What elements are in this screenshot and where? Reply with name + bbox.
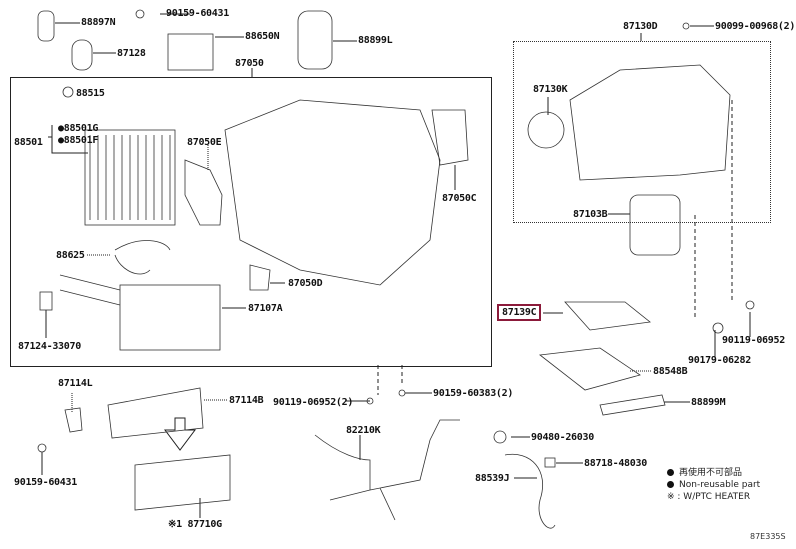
non-reusable-dot-icon: ● xyxy=(58,123,64,134)
part-87130K xyxy=(527,111,565,149)
label-88515[interactable]: 88515 xyxy=(76,88,105,99)
label-87050[interactable]: 87050 xyxy=(235,58,264,69)
part-88515 xyxy=(62,86,74,98)
label-88501F-row: ●88501F xyxy=(58,128,98,147)
label-90159-60431-bottom[interactable]: 90159-60431 xyxy=(14,477,77,488)
bullet-icon xyxy=(667,469,674,476)
label-90159-60431-top[interactable]: 90159-60431 xyxy=(166,8,229,19)
part-87050E xyxy=(184,159,223,226)
part-88650N xyxy=(167,33,214,71)
label-88899L[interactable]: 88899L xyxy=(358,35,393,46)
label-88718-48030[interactable]: 88718-48030 xyxy=(584,458,647,469)
part-87103B-blower xyxy=(629,194,681,256)
part-90119-06952 xyxy=(745,300,755,310)
part-87114B xyxy=(107,387,204,439)
part-87114L xyxy=(64,407,83,433)
label-87114L[interactable]: 87114L xyxy=(58,378,93,389)
label-88650N[interactable]: 88650N xyxy=(245,31,280,42)
part-88899M xyxy=(599,394,666,416)
label-87050E[interactable]: 87050E xyxy=(187,137,222,148)
label-87130K[interactable]: 87130K xyxy=(533,84,568,95)
label-90480-26030[interactable]: 90480-26030 xyxy=(531,432,594,443)
part-88899L xyxy=(297,10,333,70)
label-88625[interactable]: 88625 xyxy=(56,250,85,261)
part-87130D-unit xyxy=(569,64,731,181)
leader-88501 xyxy=(48,125,88,154)
part-90480-26030 xyxy=(493,430,507,444)
label-88897N[interactable]: 88897N xyxy=(81,17,116,28)
legend: 再使用不可部品 Non-reusable part ※ : W/PTC HEAT… xyxy=(667,467,760,503)
part-88501-evaporator xyxy=(84,129,176,226)
part-90159-60431-bottom xyxy=(37,443,47,453)
label-90119-06952-2[interactable]: 90119-06952(2) xyxy=(273,397,354,408)
label-87114B[interactable]: 87114B xyxy=(229,395,264,406)
label-88548B[interactable]: 88548B xyxy=(653,366,688,377)
label-90159-60383-2[interactable]: 90159-60383(2) xyxy=(433,388,514,399)
label-87130D[interactable]: 87130D xyxy=(623,21,658,32)
label-90119-06952[interactable]: 90119-06952 xyxy=(722,335,785,346)
arrow-shape xyxy=(164,417,196,451)
label-90179-06282[interactable]: 90179-06282 xyxy=(688,355,751,366)
part-87107A-heater-core xyxy=(119,284,221,351)
part-90179-06282 xyxy=(712,322,724,334)
part-88548B xyxy=(538,347,641,391)
label-88501[interactable]: 88501 xyxy=(14,137,43,148)
label-87124-33070[interactable]: 87124-33070 xyxy=(18,341,81,352)
label-87128[interactable]: 87128 xyxy=(117,48,146,59)
part-87050D xyxy=(249,264,271,291)
label-88501G-row: ●88501G xyxy=(58,116,98,135)
part-87050-unit xyxy=(224,99,441,286)
label-88539J[interactable]: 88539J xyxy=(475,473,510,484)
part-88718-48030 xyxy=(544,457,556,468)
bullet-icon xyxy=(667,481,674,488)
group-box-87050 xyxy=(10,77,492,367)
part-87050C xyxy=(431,109,469,166)
legend-item-non-reusable: Non-reusable part xyxy=(667,479,760,491)
label-88501F[interactable]: 88501F xyxy=(63,135,99,146)
part-88625 xyxy=(114,240,171,275)
label-87103B[interactable]: 87103B xyxy=(573,209,608,220)
part-88897N xyxy=(37,10,55,42)
label-87050D[interactable]: 87050D xyxy=(288,278,323,289)
non-reusable-dot-icon: ● xyxy=(58,135,64,146)
part-88539J xyxy=(504,453,556,529)
label-87050C[interactable]: 87050C xyxy=(442,193,477,204)
part-87124-33070 xyxy=(39,291,53,311)
legend-item-ptc-heater: ※ : W/PTC HEATER xyxy=(667,492,751,502)
part-87710G xyxy=(134,454,231,511)
group-box-87130D xyxy=(513,41,771,223)
legend-item-jp: 再使用不可部品 xyxy=(667,467,760,479)
label-87107A[interactable]: 87107A xyxy=(248,303,283,314)
part-82210K-harness xyxy=(314,419,460,521)
figure-code: 87E335S xyxy=(750,532,786,541)
label-82210K[interactable]: 82210K xyxy=(346,425,381,436)
part-87139C-filter xyxy=(564,301,651,331)
label-87139C-highlighted[interactable]: 87139C xyxy=(496,304,542,321)
label-87710G[interactable]: ※1 87710G xyxy=(168,519,222,530)
label-88899M[interactable]: 88899M xyxy=(691,397,726,408)
label-90099-00968[interactable]: 90099-00968(2) xyxy=(715,21,796,32)
label-88501G[interactable]: 88501G xyxy=(63,123,99,134)
part-87128 xyxy=(71,39,93,71)
